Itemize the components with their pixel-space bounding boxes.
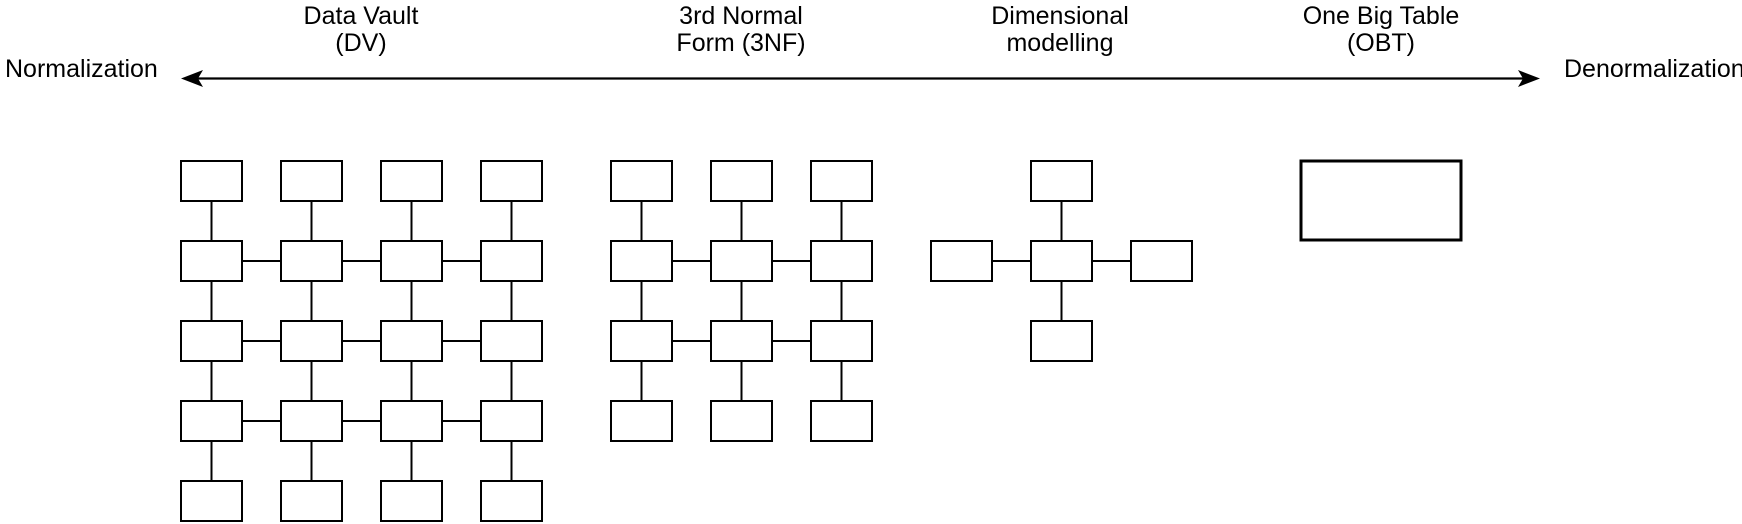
entity-box (710, 240, 773, 282)
entity-box (480, 160, 543, 202)
entity-box (180, 320, 243, 362)
entity-box (610, 240, 673, 282)
entity-box (480, 400, 543, 442)
entity-box (380, 400, 443, 442)
entity-box (280, 240, 343, 282)
entity-box (480, 320, 543, 362)
entity-box (380, 160, 443, 202)
normalization-label: Normalization (5, 55, 158, 83)
entity-box (610, 160, 673, 202)
entity-box (710, 400, 773, 442)
one-big-table-schema (1299, 159, 1463, 242)
title-obt: One Big Table (OBT) (1303, 3, 1460, 57)
entity-box (280, 320, 343, 362)
entity-box (280, 160, 343, 202)
entity-box (710, 320, 773, 362)
title-line2: Form (3NF) (676, 29, 806, 57)
entity-box (280, 480, 343, 522)
entity-box (280, 400, 343, 442)
entity-box (380, 240, 443, 282)
title-data-vault: Data Vault (DV) (304, 3, 419, 57)
title-line2: modelling (1006, 29, 1114, 57)
entity-box (610, 320, 673, 362)
title-3nf: 3rd Normal Form (3NF) (676, 3, 805, 57)
entity-box (1030, 240, 1093, 282)
title-line2: (DV) (335, 29, 387, 57)
entity-box (1030, 320, 1093, 362)
entity-box (380, 320, 443, 362)
third-normal-form-schema (610, 160, 873, 442)
entity-box (810, 240, 873, 282)
entity-box (810, 320, 873, 362)
title-line1: 3rd Normal (679, 2, 803, 30)
title-line1: Data Vault (303, 2, 419, 30)
entity-box (180, 400, 243, 442)
normalization-axis-arrow (181, 70, 1540, 87)
entity-box (1299, 159, 1463, 242)
entity-box (610, 400, 673, 442)
entity-box (180, 480, 243, 522)
denormalization-label: Denormalization (1564, 55, 1742, 83)
entity-box (930, 240, 993, 282)
entity-box (810, 400, 873, 442)
entity-box (180, 160, 243, 202)
entity-box (710, 160, 773, 202)
data-vault-schema (180, 160, 543, 522)
left-arrowhead-icon (181, 70, 203, 87)
dimensional-star-schema (930, 160, 1193, 362)
right-arrowhead-icon (1518, 70, 1540, 87)
title-line1: Dimensional (991, 2, 1129, 30)
entity-box (180, 240, 243, 282)
title-line1: One Big Table (1302, 2, 1460, 30)
entity-box (810, 160, 873, 202)
entity-box (1130, 240, 1193, 282)
entity-box (480, 240, 543, 282)
entity-box (380, 480, 443, 522)
title-dimensional: Dimensional modelling (991, 3, 1129, 57)
entity-box (1030, 160, 1093, 202)
entity-box (480, 480, 543, 522)
title-line2: (OBT) (1346, 29, 1416, 57)
